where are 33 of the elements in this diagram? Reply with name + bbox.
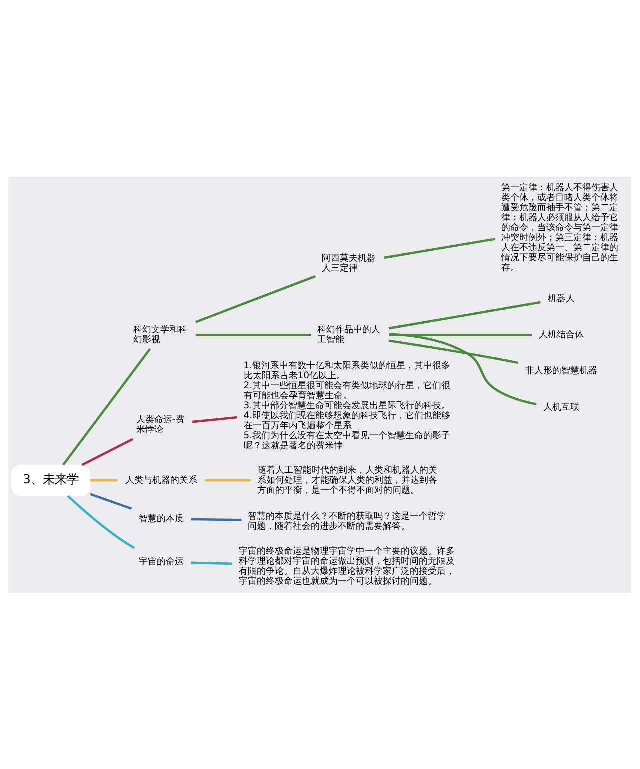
connector xyxy=(191,518,242,521)
connector xyxy=(388,300,541,330)
connector xyxy=(196,334,312,336)
node-text: 人类命运-费米悖论 xyxy=(136,414,185,436)
node-text: 机器人 xyxy=(548,292,576,304)
node-text: 科幻文学和科幻影视 xyxy=(133,324,188,346)
node-text: 人机互联 xyxy=(544,401,580,412)
connector xyxy=(90,492,132,510)
node-text: 科幻作品中的人工智能 xyxy=(317,324,380,346)
node-text: 人机结合体 xyxy=(539,329,584,340)
connector xyxy=(90,478,118,482)
node-text: 非人形的智慧机器 xyxy=(526,365,598,376)
connector xyxy=(195,274,316,323)
connector xyxy=(388,339,518,364)
node-text: 随着人工智能时代的到来，人类和机器人的关系如何处理，才能确保人类的利益，并达到各方面的平衡，是一个不得不面对的问题。 xyxy=(257,464,438,496)
node-text: 第一定律：机器人不得伤害人类个体，或者目睹人类个体将遭受危险而袖手不管；第二定律：机器人必须服从人给予它的命令，当该命令与第一定律冲突时例外；第三定律：机器人在不违反第一、第二定律的情况下要尽可能保护自己的生存。 xyxy=(501,182,618,274)
connector xyxy=(62,348,152,466)
node-text: 宇宙的终极命运是物理宇宙学中一个主要的议题。许多科学理论都对宇宙的命运做出预测，包括时间的无限及有限的争论。自从大爆炸理论被科学家广泛的接受后，宇宙的终极命运也就成为一个可以被探讨的问题。 xyxy=(238,546,455,587)
node-text: 人类与机器的关系 xyxy=(125,474,198,486)
connector xyxy=(205,478,251,482)
node-box: 3、未来学 xyxy=(11,464,91,496)
node-text: 智慧的本质是什么？不断的获取吗？这是一个哲学问题，随着社会的进步不断的需要解答。 xyxy=(248,510,446,532)
node-text: 宇宙的命运 xyxy=(138,556,184,568)
connector xyxy=(67,494,136,549)
connector xyxy=(191,561,232,565)
connector xyxy=(389,332,537,406)
connector xyxy=(192,416,238,423)
node-text: 智慧的本质 xyxy=(138,513,184,524)
node-text: 阿西莫夫机器人三定律 xyxy=(322,252,376,274)
connector xyxy=(82,438,134,466)
node-text: 1.银河系中有数十亿和太阳系类似的恒星，其中很多比太阳系古老10亿以上。 2.其中一些恒星很可能会有类似地球的行星，它们很有可能也会孕育智慧生命。 3.其中部分智慧生命可能会发展出星际飞行的科技。 4.即使以我们现在能够想象的科技飞行，它们也能够在一百万年内飞遍整个星系 5.我们为什么没有在太空中看见一个智慧生命的影子呢？这就是著名的费米悖 xyxy=(244,360,451,451)
connector xyxy=(384,238,496,259)
connector xyxy=(389,334,532,336)
